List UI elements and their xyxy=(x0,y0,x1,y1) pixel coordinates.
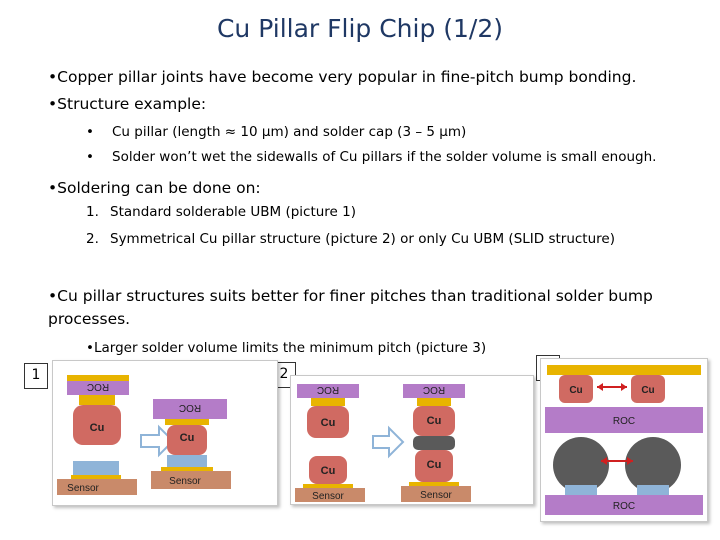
figure-2: ROC Cu Cu Sensor ROC Cu Cu Sensor xyxy=(290,375,534,505)
bullet-glyph: • xyxy=(48,95,58,113)
picture-tag-1: 1 xyxy=(24,363,48,389)
bullet-text: Larger solder volume limits the minimum … xyxy=(93,340,487,356)
item-number: 2. xyxy=(86,231,99,247)
arrow-head-right-icon xyxy=(621,383,627,391)
bullet-finer-pitches: •Cu pillar structures suits better for f… xyxy=(48,285,653,308)
bullet-soldering: •Soldering can be done on: xyxy=(48,177,261,200)
ubm-pad xyxy=(417,398,451,406)
sensor-chip xyxy=(151,471,231,489)
ubm-layer xyxy=(67,375,129,381)
sub-bullet-solder-wetting: • Solder won’t wet the sidewalls of Cu pi… xyxy=(86,146,656,168)
arrow-head-left-icon xyxy=(597,383,603,391)
solder-joint xyxy=(167,455,207,467)
ubm-pad xyxy=(79,395,115,405)
roc-label: ROC xyxy=(613,501,635,512)
arrow-icon xyxy=(372,425,405,459)
ubm-layer xyxy=(409,482,459,486)
roc-chip xyxy=(67,381,129,395)
roc-chip xyxy=(403,384,465,398)
cu-label: Cu xyxy=(641,385,654,396)
cu-pillar xyxy=(309,456,347,484)
figure-1-diagram: ROC Cu Sensor ROC Cu Sensor xyxy=(57,375,231,495)
solder-bump xyxy=(625,437,681,493)
sensor-label: Sensor xyxy=(67,483,99,494)
cu-label: Cu xyxy=(321,465,336,477)
solder-bumps xyxy=(73,461,119,475)
bullet-text: Cu pillar structures suits better for fi… xyxy=(57,287,653,305)
bullet-glyph: • xyxy=(48,179,58,197)
cu-pillar xyxy=(413,406,455,436)
bullet-finer-pitches-cont: processes. xyxy=(48,310,131,328)
ubm-layer xyxy=(303,484,353,488)
cu-label: Cu xyxy=(569,385,582,396)
ubm-pad xyxy=(311,398,345,406)
item-text: Standard solderable UBM (picture 1) xyxy=(110,204,357,220)
bullet-glyph: • xyxy=(86,149,94,165)
item-number: 1. xyxy=(86,204,99,220)
cu-pillar xyxy=(559,375,593,403)
cu-label: Cu xyxy=(321,417,336,429)
roc-chip xyxy=(297,384,359,398)
slide-title: Cu Pillar Flip Chip (1/2) xyxy=(216,14,504,43)
bullet-text: Cu pillar (length ≈ 10 μm) and solder ca… xyxy=(112,124,467,140)
bullet-glyph: • xyxy=(48,287,58,305)
cu-pillar xyxy=(631,375,665,403)
roc-label: ROC xyxy=(317,384,339,395)
cu-pillar xyxy=(415,450,453,482)
figure-1: ROC Cu Sensor ROC Cu Sensor xyxy=(52,360,278,506)
figure-3-diagram: Cu Cu ROC ROC xyxy=(545,365,703,515)
roc-chip xyxy=(545,407,703,433)
numbered-item-1: 1. Standard solderable UBM (picture 1) xyxy=(86,201,356,223)
sensor-chip xyxy=(57,479,137,495)
ubm-pad xyxy=(565,485,597,495)
cu-label: Cu xyxy=(90,422,105,434)
roc-chip xyxy=(545,495,703,515)
bullet-glyph: • xyxy=(86,340,94,356)
arrow-icon xyxy=(140,424,175,458)
sensor-label: Sensor xyxy=(420,490,452,501)
bullet-glyph: • xyxy=(48,68,58,86)
sensor-chip xyxy=(401,486,471,502)
roc-label: ROC xyxy=(179,402,201,413)
sub-bullet-pillar-length: • Cu pillar (length ≈ 10 μm) and solder c… xyxy=(86,121,466,143)
cu-label: Cu xyxy=(180,432,195,444)
bullet-structure: •Structure example: xyxy=(48,93,206,116)
solder-joint xyxy=(413,436,455,450)
bullet-copper-pillar: •Copper pillar joints have become very p… xyxy=(48,66,636,89)
cu-label: Cu xyxy=(427,415,442,427)
ubm-pad xyxy=(637,485,669,495)
ubm-layer xyxy=(71,475,121,479)
roc-label: ROC xyxy=(613,416,635,427)
cu-pillar xyxy=(167,425,207,455)
bullet-text: Copper pillar joints have become very po… xyxy=(57,68,637,86)
figure-2-diagram: ROC Cu Cu Sensor ROC Cu Cu Sensor xyxy=(295,384,471,502)
ubm-layer xyxy=(161,467,213,471)
sensor-label: Sensor xyxy=(312,491,344,502)
arrow-head-left-icon xyxy=(601,457,607,465)
ubm-pad xyxy=(165,419,209,425)
item-text: Symmetrical Cu pillar structure (picture… xyxy=(110,231,615,247)
solder-bump xyxy=(553,437,609,493)
cu-pillar xyxy=(307,406,349,438)
ubm-layer xyxy=(547,365,701,375)
bullet-text: Solder won’t wet the sidewalls of Cu pil… xyxy=(112,149,657,165)
cu-label: Cu xyxy=(427,459,442,471)
arrow-head-right-icon xyxy=(627,457,633,465)
roc-chip xyxy=(153,399,227,419)
roc-label: ROC xyxy=(87,381,109,392)
bullet-glyph: • xyxy=(86,124,94,140)
figure-3: Cu Cu ROC ROC xyxy=(540,358,708,522)
sensor-chip xyxy=(295,488,365,502)
sensor-label: Sensor xyxy=(169,476,201,487)
bullet-text: Structure example: xyxy=(57,95,207,113)
cu-pillar xyxy=(73,405,121,445)
bullet-text: Soldering can be done on: xyxy=(57,179,261,197)
roc-label: ROC xyxy=(423,384,445,395)
numbered-item-2: 2. Symmetrical Cu pillar structure (pictu… xyxy=(86,228,615,250)
sub-bullet-solder-volume: •Larger solder volume limits the minimum… xyxy=(86,337,486,359)
